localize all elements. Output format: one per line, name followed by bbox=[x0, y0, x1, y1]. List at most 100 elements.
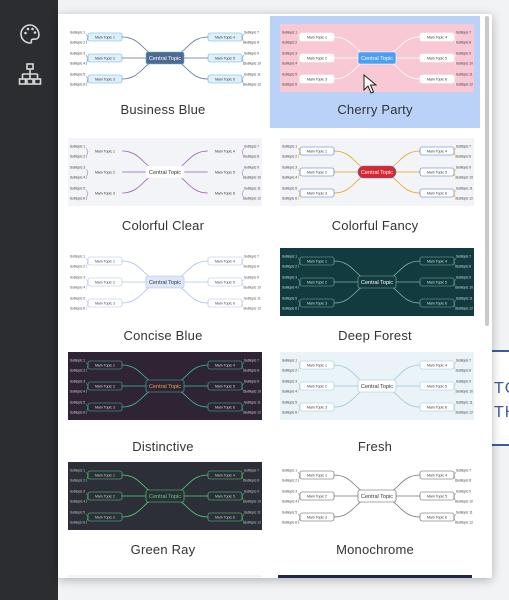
subtopic-connector bbox=[85, 57, 89, 66]
subtopic-connector bbox=[297, 382, 301, 387]
subtopic-label: Subtopic 3 bbox=[70, 166, 85, 170]
subtopic-connector bbox=[453, 278, 457, 283]
scrollbar-thumb[interactable] bbox=[485, 16, 489, 326]
subtopic-connector bbox=[85, 36, 89, 45]
subtopic-connector bbox=[453, 257, 457, 262]
subtopic-label: Subtopic 1 bbox=[70, 469, 85, 473]
subtopic-connector bbox=[241, 189, 245, 194]
subtopic-label: Subtopic 1 bbox=[282, 359, 297, 363]
main-topic-label: Main Topic 2 bbox=[307, 495, 327, 499]
subtopic-connector bbox=[297, 75, 301, 80]
subtopic-connector bbox=[297, 516, 301, 525]
subtopic-connector bbox=[453, 403, 457, 408]
subtopic-connector bbox=[297, 299, 301, 304]
theme-thumbnail-partial[interactable] bbox=[68, 575, 262, 578]
main-topic-label: Main Topic 3 bbox=[95, 192, 115, 196]
central-topic-node bbox=[357, 165, 397, 179]
subtopic-label: Subtopic 9 bbox=[456, 166, 471, 170]
main-topic-label: Main Topic 3 bbox=[307, 516, 327, 520]
central-topic-node bbox=[145, 165, 185, 179]
subtopic-connector bbox=[85, 492, 89, 497]
main-topic-label: Main Topic 3 bbox=[95, 78, 115, 82]
main-topic-label: Main Topic 4 bbox=[215, 474, 235, 478]
subtopic-label: Subtopic 9 bbox=[244, 490, 259, 494]
subtopic-label: Subtopic 6 bbox=[282, 521, 297, 525]
central-topic-label: Central Topic bbox=[149, 494, 181, 500]
subtopic-label: Subtopic 6 bbox=[282, 83, 297, 87]
subtopic-connector bbox=[297, 474, 301, 483]
subtopic-label: Subtopic 3 bbox=[70, 276, 85, 280]
subtopic-connector bbox=[453, 168, 457, 173]
subtopic-label: Subtopic 12 bbox=[456, 307, 473, 311]
subtopic-connector bbox=[297, 171, 301, 180]
subtopic-connector bbox=[241, 36, 245, 45]
theme-thumbnail-partial[interactable] bbox=[278, 575, 472, 578]
subtopic-connector bbox=[297, 495, 301, 504]
structure-icon[interactable] bbox=[18, 62, 42, 86]
main-topic-label: Main Topic 5 bbox=[427, 281, 447, 285]
main-topic-label: Main Topic 6 bbox=[427, 302, 447, 306]
subtopic-label: Subtopic 7 bbox=[456, 359, 471, 363]
subtopic-connector bbox=[241, 382, 245, 387]
subtopic-label: Subtopic 3 bbox=[70, 52, 85, 56]
subtopic-label: Subtopic 5 bbox=[70, 401, 85, 405]
subtopic-connector bbox=[297, 471, 301, 476]
subtopic-connector bbox=[85, 382, 89, 387]
subtopic-label: Subtopic 8 bbox=[244, 369, 259, 373]
main-topic-label: Main Topic 4 bbox=[215, 364, 235, 368]
subtopic-connector bbox=[297, 403, 301, 408]
subtopic-label: Subtopic 5 bbox=[282, 73, 297, 77]
subtopic-connector bbox=[297, 150, 301, 159]
subtopic-label: Subtopic 5 bbox=[70, 511, 85, 515]
subtopic-label: Subtopic 4 bbox=[282, 62, 297, 66]
main-topic-label: Main Topic 6 bbox=[427, 406, 447, 410]
palette-icon[interactable] bbox=[18, 22, 42, 46]
subtopic-connector bbox=[453, 171, 457, 180]
central-topic-node bbox=[357, 379, 397, 393]
main-topic-label: Main Topic 5 bbox=[215, 57, 235, 61]
subtopic-label: Subtopic 9 bbox=[456, 52, 471, 56]
topic-text-line: TC bbox=[494, 380, 509, 397]
subtopic-label: Subtopic 7 bbox=[244, 469, 259, 473]
central-topic-node bbox=[145, 51, 185, 65]
subtopic-connector bbox=[297, 257, 301, 262]
subtopic-label: Subtopic 11 bbox=[456, 187, 473, 191]
central-topic-node bbox=[145, 379, 185, 393]
subtopic-connector bbox=[297, 57, 301, 66]
subtopic-label: Subtopic 12 bbox=[244, 411, 261, 415]
central-topic-label: Central Topic bbox=[361, 384, 393, 390]
subtopic-label: Subtopic 10 bbox=[456, 500, 473, 504]
subtopic-label: Subtopic 9 bbox=[456, 490, 471, 494]
main-topic-label: Main Topic 6 bbox=[215, 406, 235, 410]
subtopic-connector bbox=[85, 361, 89, 366]
subtopic-connector bbox=[85, 495, 89, 504]
subtopic-label: Subtopic 4 bbox=[282, 176, 297, 180]
subtopic-connector bbox=[241, 54, 245, 59]
subtopic-label: Subtopic 4 bbox=[282, 390, 297, 394]
subtopic-label: Subtopic 7 bbox=[244, 31, 259, 35]
main-topic-label: Main Topic 5 bbox=[215, 385, 235, 389]
subtopic-connector bbox=[241, 361, 245, 366]
main-topic-label: Main Topic 5 bbox=[427, 57, 447, 61]
subtopic-label: Subtopic 5 bbox=[70, 297, 85, 301]
